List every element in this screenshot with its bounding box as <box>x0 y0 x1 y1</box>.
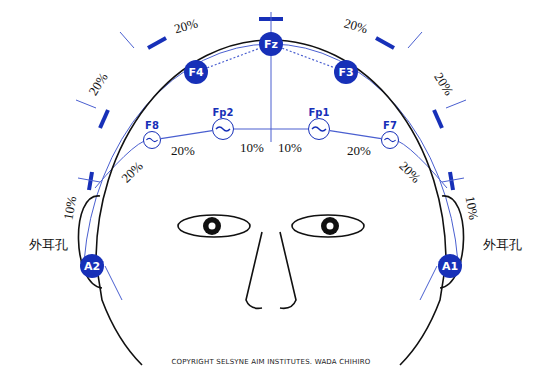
electrode-wave <box>382 132 398 148</box>
electrode-link <box>234 128 308 129</box>
electrode-link <box>207 48 260 68</box>
electrode-label: Fp2 <box>213 107 234 118</box>
percent-label: 10% <box>62 195 79 221</box>
electrode-filled: Fz <box>259 32 283 56</box>
electrode-open: Fp1 <box>308 118 330 140</box>
electrode-label: Fz <box>264 38 278 51</box>
electrode-label: A1 <box>442 260 458 273</box>
electrode-open: F7 <box>381 131 399 149</box>
percent-label: 20% <box>397 159 423 185</box>
electrode-filled: A1 <box>438 254 462 278</box>
head-outline <box>96 40 446 365</box>
eyes <box>178 215 364 237</box>
electrode-label: F8 <box>145 120 159 131</box>
electrode-open: F8 <box>143 131 161 149</box>
electrode-wave <box>213 119 233 139</box>
percent-label: 10% <box>278 141 302 154</box>
electrode-link <box>282 48 335 68</box>
electrode-wave <box>309 119 329 139</box>
electrode-filled: F4 <box>184 60 208 84</box>
percent-label: 20% <box>173 16 200 35</box>
ear-canal-label: 外耳孔 <box>29 238 68 251</box>
electrode-label: F7 <box>383 120 397 131</box>
electrode-label: F4 <box>188 66 203 79</box>
electrode-link <box>161 131 212 139</box>
percent-label: 20% <box>86 70 110 97</box>
electrode-label: A2 <box>84 260 100 273</box>
electrode-link <box>330 131 381 139</box>
percent-label: 10% <box>240 141 264 154</box>
nose <box>246 232 296 308</box>
electrode-filled: F3 <box>334 60 358 84</box>
guide-lines <box>95 12 447 300</box>
percent-label: 10% <box>464 195 481 221</box>
electrode-label: Fp1 <box>309 107 330 118</box>
percent-label: 20% <box>347 144 371 157</box>
electrode-filled: A2 <box>80 254 104 278</box>
ear-canal-label: 外耳孔 <box>483 238 522 251</box>
percent-label: 20% <box>171 144 195 157</box>
percent-label: 20% <box>343 16 370 35</box>
electrode-open: Fp2 <box>212 118 234 140</box>
percent-label: 20% <box>432 70 456 97</box>
copyright-caption: COPYRIGHT SELSYNE AIM INSTITUTES. WADA C… <box>171 358 370 366</box>
electrode-label: F3 <box>338 66 353 79</box>
percent-label: 20% <box>119 159 145 185</box>
electrode-wave <box>144 132 160 148</box>
